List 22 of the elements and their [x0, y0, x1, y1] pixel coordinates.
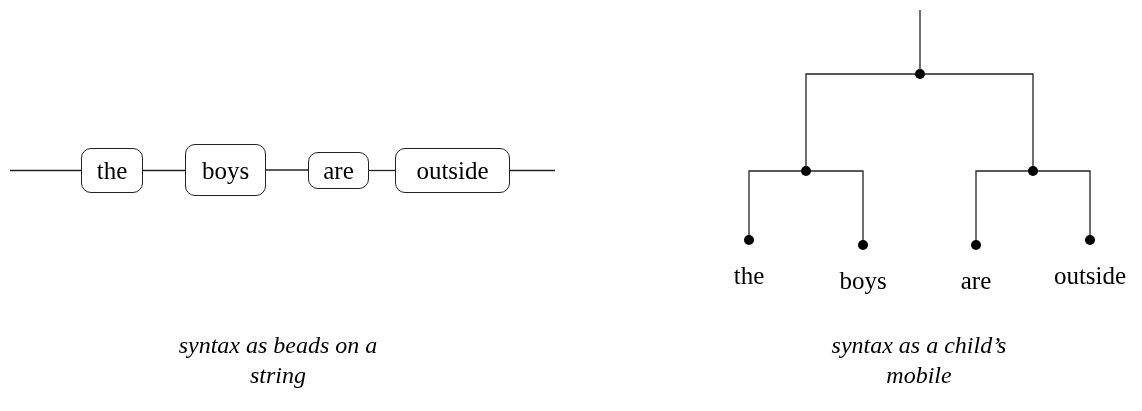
- connector-line: [1037, 170, 1091, 236]
- caption: syntax as a child’s mobile: [830, 331, 1008, 390]
- connector-line: [9, 169, 82, 172]
- connector-line: [142, 169, 186, 172]
- word-label: outside: [1053, 263, 1127, 288]
- connector-line: [368, 169, 396, 172]
- connector-line: [805, 73, 916, 167]
- word-bead: the: [81, 148, 143, 193]
- connector-line: [919, 9, 921, 70]
- word-label: are: [960, 268, 992, 293]
- word-bead: boys: [185, 144, 266, 196]
- word-bead: are: [308, 152, 369, 189]
- connector-line: [975, 170, 1029, 241]
- connector-line: [810, 170, 864, 241]
- connector-line: [748, 170, 802, 236]
- word-label: the: [733, 263, 765, 288]
- word-bead: outside: [395, 148, 510, 193]
- connector-line: [924, 73, 1034, 167]
- connector-line: [509, 169, 556, 172]
- word-label: boys: [839, 268, 887, 293]
- caption: syntax as beads on a string: [178, 331, 378, 390]
- connector-line: [265, 169, 309, 171]
